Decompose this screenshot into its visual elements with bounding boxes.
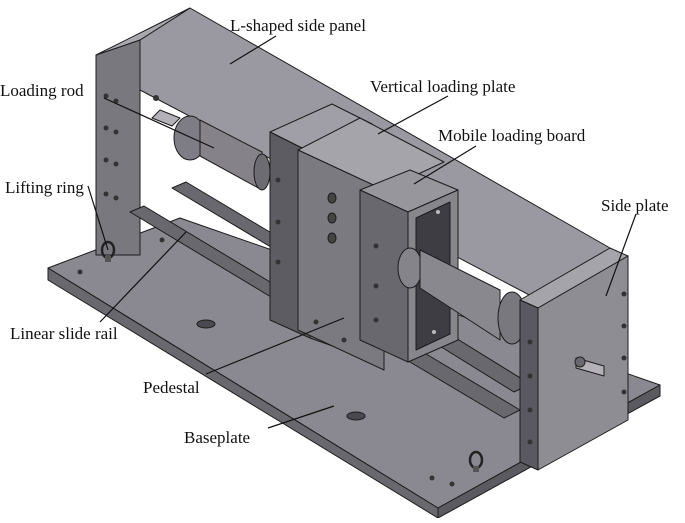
label-baseplate: Baseplate	[184, 428, 250, 447]
lifting-ring-base	[473, 466, 479, 472]
leader-l-shaped-side-panel	[229, 35, 277, 65]
label-linear-slide-rail: Linear slide rail	[10, 324, 118, 343]
mobile-board-bolt	[373, 243, 379, 249]
baseplate-bolt	[159, 237, 165, 243]
baseplate-bolt	[77, 269, 83, 275]
pedestal-bolt	[275, 219, 281, 225]
mobile-board-bolt	[373, 283, 379, 289]
leader-loading-rod	[103, 97, 215, 149]
panel-bolt	[113, 129, 119, 135]
leader-lifting-ring	[87, 185, 109, 251]
lifting-rings	[100, 240, 484, 472]
leader-pedestal	[205, 317, 345, 375]
leader-linear-slide-rail	[99, 231, 187, 323]
front-loading-rod	[397, 247, 527, 345]
label-l-shaped-side-panel: L-shaped side panel	[230, 16, 366, 35]
mobile-loading-board	[359, 169, 459, 363]
side-plate-bolt	[621, 291, 627, 297]
rod-nut	[253, 153, 271, 191]
label-pedestal: Pedestal	[143, 378, 200, 397]
side-plate-bolt	[527, 407, 533, 413]
side-panel-end-face	[95, 39, 141, 256]
lifting-ring-base	[105, 256, 111, 262]
panel-bolt	[103, 125, 109, 131]
label-vertical-loading-plate: Vertical loading plate	[370, 77, 515, 96]
label-loading-rod: Loading rod	[0, 81, 84, 100]
baseplate-bolt	[429, 475, 435, 481]
label-side-plate: Side plate	[601, 196, 669, 215]
baseplate-hole	[196, 319, 216, 329]
side-plate-bolt	[527, 339, 533, 345]
panel-bolt	[113, 161, 119, 167]
panel-hole	[153, 95, 159, 101]
side-plate-thickness	[519, 299, 539, 471]
leader-mobile-loading-board	[413, 145, 477, 185]
baseplate-bolt	[449, 481, 455, 487]
side-plate	[519, 247, 629, 471]
vertical-plate-hole	[327, 212, 337, 224]
linear-slide-rails	[129, 181, 531, 419]
vertical-plate-bolt	[341, 337, 347, 343]
baseplate-hole	[346, 411, 366, 421]
vertical-plate-hole	[327, 232, 337, 244]
label-lifting-ring: Lifting ring	[5, 178, 84, 197]
side-plate-bolt	[621, 323, 627, 329]
front-rod-cylinder	[419, 249, 501, 341]
panel-bolt	[103, 93, 109, 99]
panel-bolt	[103, 191, 109, 197]
mobile-board-bolt	[436, 210, 440, 214]
side-plate-bolt	[527, 439, 533, 445]
side-plate-bolt	[621, 355, 627, 361]
front-rod-flange	[397, 247, 423, 289]
side-plate-bolt	[621, 389, 627, 395]
loading-rod-assembly	[151, 109, 271, 191]
side-panel-top-edge	[95, 7, 191, 56]
pedestal-bolt	[275, 177, 281, 183]
labels: L-shaped side panel Loading rod Vertical…	[0, 16, 669, 447]
vertical-plate-hole	[327, 192, 337, 204]
label-mobile-loading-board: Mobile loading board	[438, 126, 586, 145]
mobile-board-bolt	[432, 330, 436, 334]
side-plate-bolt	[527, 373, 533, 379]
mobile-board-bolt	[373, 317, 379, 323]
leader-side-plate	[605, 213, 637, 297]
leader-baseplate	[267, 405, 335, 429]
pedestal-bolt	[275, 259, 281, 265]
panel-bolt	[113, 195, 119, 201]
side-plate-rod-end	[574, 356, 586, 368]
panel-bolt	[103, 157, 109, 163]
vertical-plate-bolt	[313, 319, 319, 325]
leader-lines	[87, 35, 637, 429]
rod-thread	[151, 109, 181, 127]
leader-vertical-loading-plate	[377, 95, 449, 135]
